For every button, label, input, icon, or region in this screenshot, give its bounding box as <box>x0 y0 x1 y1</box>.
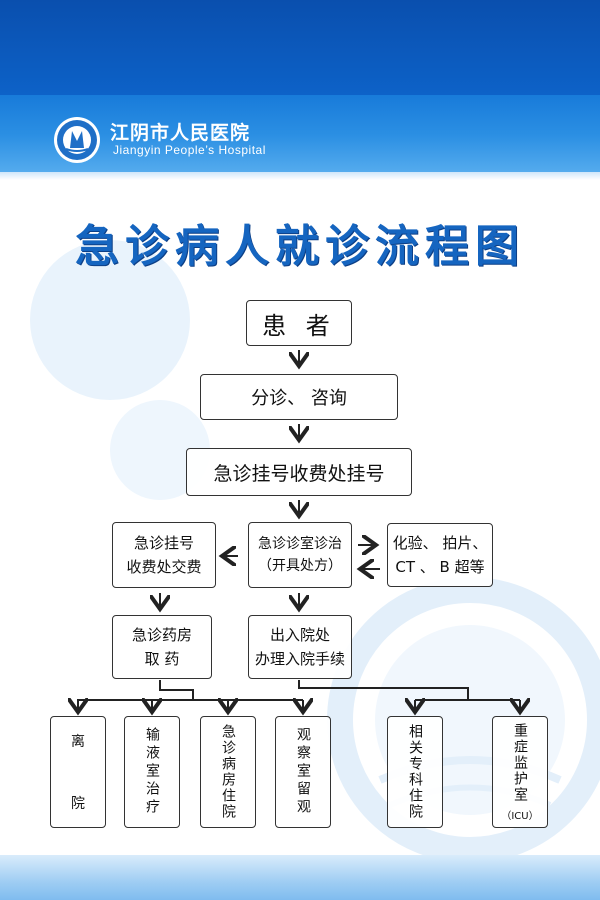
header-shade <box>0 0 600 95</box>
header-band <box>0 0 600 180</box>
node-specialty-admission: 相关专科住院 <box>387 716 443 828</box>
node-triage-label: 分诊、 咨询 <box>251 388 347 409</box>
node-patient: 患 者 <box>246 300 352 346</box>
footer-band <box>0 855 600 900</box>
header-divider <box>0 172 600 180</box>
node-admission-line1: 出入院处 <box>269 626 330 644</box>
node-icu-label: 重症监护室 <box>512 722 528 803</box>
node-registration-label: 急诊挂号收费处挂号 <box>213 462 385 485</box>
node-specialty-label: 相关专科住院 <box>407 724 423 820</box>
node-examinations-line2: CT 、 B 超等 <box>395 558 485 576</box>
node-pharmacy-line2: 取 药 <box>144 650 180 668</box>
node-examinations-line1: 化验、 拍片、 <box>392 534 488 552</box>
node-pharmacy-line1: 急诊药房 <box>131 626 192 644</box>
hospital-name-cn: 江阴市人民医院 <box>110 122 251 144</box>
node-payment-line1: 急诊挂号 <box>133 534 194 552</box>
node-admission: 出入院处 办理入院手续 <box>248 615 352 679</box>
node-icu-abbr: （ICU） <box>501 810 539 822</box>
node-observation-label: 观察室留观 <box>295 727 311 817</box>
node-leave-hospital: 离 院 <box>50 716 106 828</box>
node-leave-line1: 离 <box>71 734 85 750</box>
node-infusion-label: 输液室治疗 <box>144 727 160 817</box>
node-consultation-line1: 急诊诊室诊治 <box>258 536 342 552</box>
node-icu: 重症监护室 （ICU） <box>492 716 548 828</box>
hospital-logo-icon <box>54 117 100 163</box>
node-examinations: 化验、 拍片、 CT 、 B 超等 <box>387 523 493 587</box>
node-consultation-line2: （开具处方） <box>258 558 342 574</box>
node-leave-line2: 院 <box>71 796 85 812</box>
hospital-name-en: Jiangyin People’s Hospital <box>113 143 266 157</box>
page-title: 急诊病人就诊流程图 <box>75 221 525 272</box>
node-infusion-room: 输液室治疗 <box>124 716 180 828</box>
node-admission-line2: 办理入院手续 <box>254 650 345 668</box>
node-emergency-ward-label: 急诊病房住院 <box>220 724 236 820</box>
node-triage: 分诊、 咨询 <box>200 374 398 420</box>
node-emergency-ward: 急诊病房住院 <box>200 716 256 828</box>
node-patient-label: 患 者 <box>262 311 336 340</box>
node-payment-line2: 收费处交费 <box>126 558 202 576</box>
node-pharmacy: 急诊药房 取 药 <box>112 615 212 679</box>
node-consultation: 急诊诊室诊治 （开具处方） <box>248 522 352 588</box>
node-observation-room: 观察室留观 <box>275 716 331 828</box>
node-payment: 急诊挂号 收费处交费 <box>112 522 216 588</box>
node-registration: 急诊挂号收费处挂号 <box>186 448 412 496</box>
